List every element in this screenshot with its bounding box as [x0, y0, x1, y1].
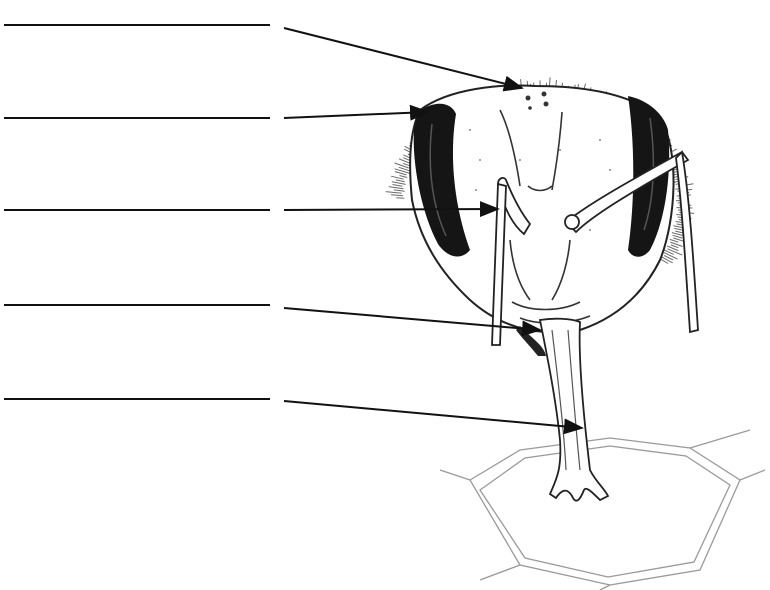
hair-strand [395, 169, 410, 174]
hair-strand [673, 235, 683, 238]
hair-strand [391, 195, 403, 196]
hair-strand [670, 239, 679, 242]
hair-strand [392, 182, 406, 185]
hair-strand [393, 185, 403, 187]
hair-strand [671, 245, 679, 248]
label-blank-5[interactable] [4, 398, 270, 400]
hair-strand [389, 187, 404, 189]
hair-strand [400, 176, 408, 178]
honeycomb-cell [440, 430, 765, 590]
label-blank-2[interactable] [4, 117, 270, 119]
hair-strand [395, 163, 409, 168]
hair-strand [386, 192, 402, 194]
label-blank-4[interactable] [4, 304, 270, 306]
leader-line-2 [284, 112, 428, 118]
label-blank-3[interactable] [4, 209, 270, 211]
hair-strand [668, 249, 683, 255]
hair-strand [394, 190, 405, 191]
leader-line-3 [284, 209, 498, 210]
leader-line-5 [284, 401, 582, 428]
label-blank-1[interactable] [4, 24, 270, 26]
hair-strand [396, 180, 405, 182]
hair-strand [396, 198, 404, 199]
leader-line-1 [284, 28, 522, 88]
hair-strand [391, 176, 404, 179]
